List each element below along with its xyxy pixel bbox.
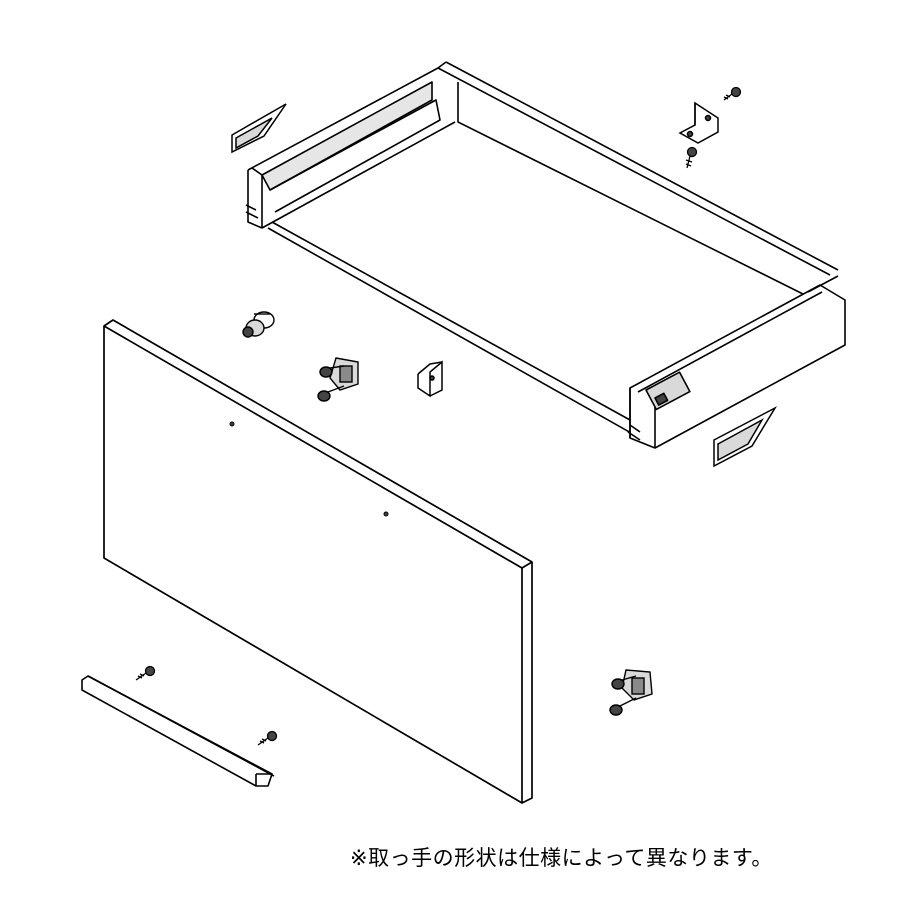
adjuster-knob <box>242 311 275 338</box>
front-panel <box>103 319 533 804</box>
side-cover-plate-left <box>231 103 287 154</box>
angle-bracket-top <box>678 101 719 144</box>
handle-screw-2 <box>257 730 278 746</box>
handle-screw-1 <box>135 665 156 681</box>
side-cover-plate-right <box>713 406 778 468</box>
handle-bar <box>81 675 275 787</box>
caption-note: ※取っ手の形状は仕様によって異なります。 <box>350 846 773 870</box>
front-fitting-upper <box>317 357 359 402</box>
angle-bracket-center <box>417 360 443 398</box>
drawer-box <box>245 61 846 449</box>
screw-top-2 <box>685 146 698 169</box>
front-fitting-lower <box>609 669 653 716</box>
screw-top-1 <box>723 86 742 101</box>
